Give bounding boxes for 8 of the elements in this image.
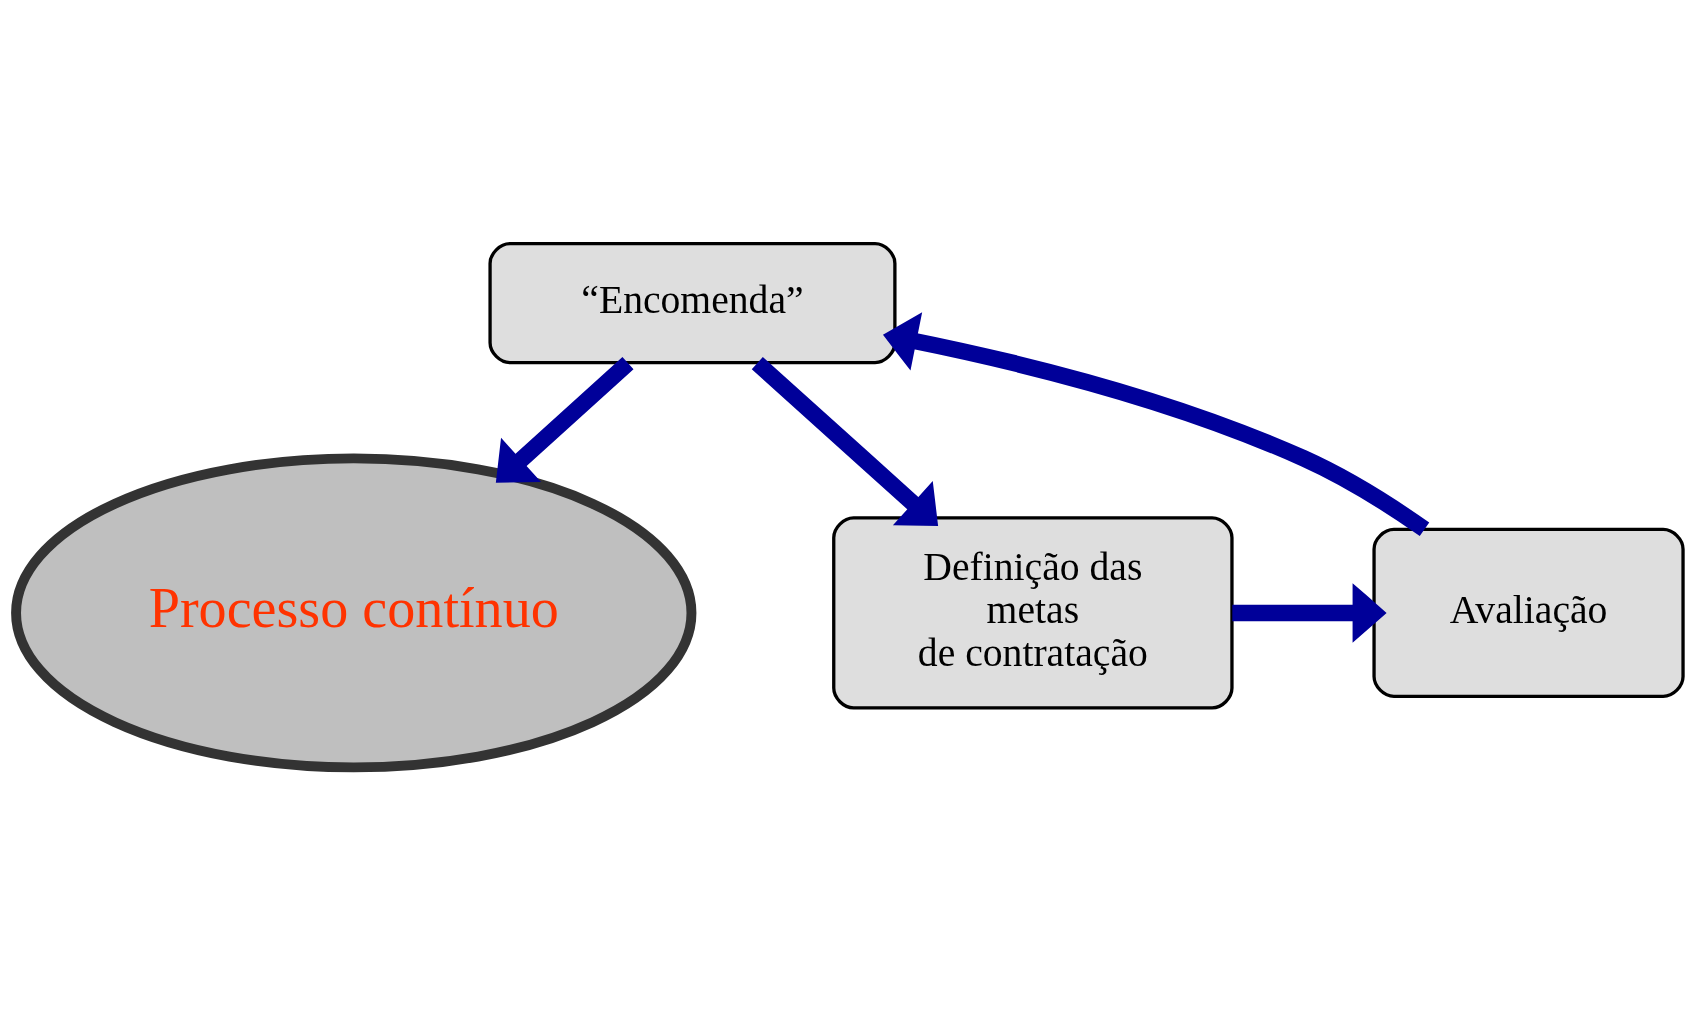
node-ellipse: Processo contínuo <box>11 453 697 773</box>
node-box: Avaliação <box>1372 527 1685 698</box>
node-box: Definição das metas de contratação <box>832 516 1234 710</box>
arrow <box>1232 583 1387 643</box>
arrow <box>751 357 939 526</box>
arrow <box>882 312 1430 537</box>
node-box: “Encomenda” <box>488 241 897 365</box>
arrow <box>495 357 634 483</box>
